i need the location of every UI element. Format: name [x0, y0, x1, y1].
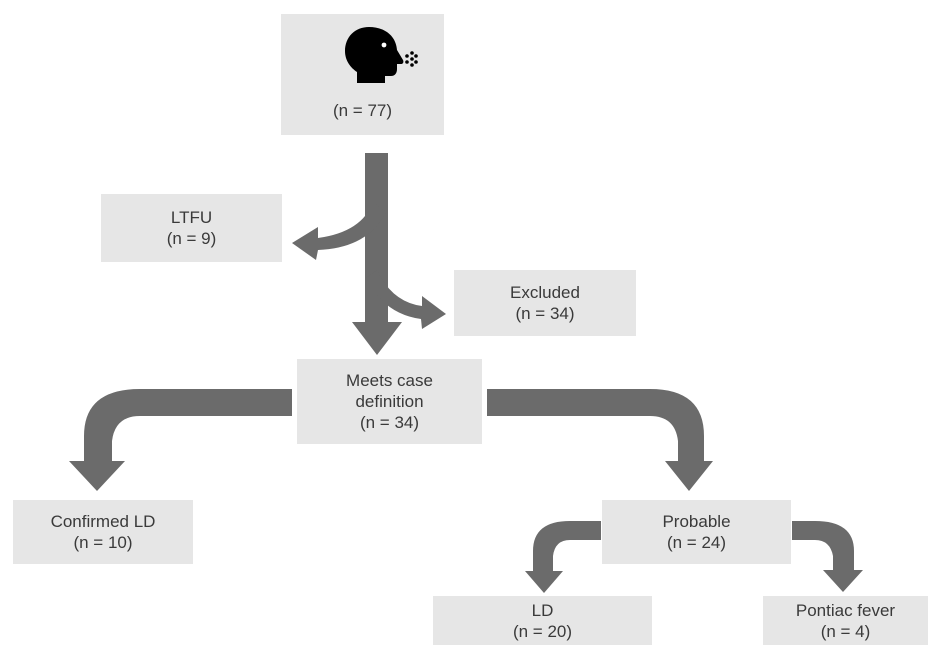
arrow-to-confirmed — [69, 389, 292, 491]
ld-label: LD — [531, 600, 554, 620]
root-count: (n = 77) — [332, 101, 393, 120]
meets-label-line2: definition — [355, 392, 424, 411]
excluded-label: Excluded — [510, 283, 580, 302]
person-coughing-icon — [345, 27, 418, 83]
meets-count: (n = 34) — [359, 413, 420, 432]
confirmed-node: Confirmed LD (n = 10) — [13, 500, 193, 564]
arrow-to-ld — [525, 521, 601, 593]
ld-node: LD (n = 20) — [433, 596, 652, 645]
root-node: (n = 77) — [281, 14, 444, 135]
pontiac-label: Pontiac fever — [795, 600, 896, 620]
ltfu-count: (n = 9) — [166, 229, 217, 248]
excluded-count: (n = 34) — [515, 304, 575, 323]
excluded-node: Excluded (n = 34) — [454, 270, 636, 336]
arrow-to-pontiac — [792, 521, 863, 592]
arrow-to-ltfu — [292, 202, 386, 260]
ld-count: (n = 20) — [512, 621, 573, 641]
probable-label: Probable — [662, 512, 731, 531]
confirmed-label: Confirmed LD — [50, 512, 156, 531]
arrow-to-excluded — [366, 270, 446, 329]
arrow-root-to-meets — [352, 153, 402, 355]
pontiac-node: Pontiac fever (n = 4) — [763, 596, 928, 645]
meets-label-line1: Meets case — [346, 371, 433, 390]
arrow-to-probable — [487, 389, 713, 491]
meets-node: Meets case definition (n = 34) — [297, 359, 482, 444]
ltfu-node: LTFU (n = 9) — [101, 194, 282, 262]
confirmed-count: (n = 10) — [73, 533, 133, 552]
probable-count: (n = 24) — [666, 533, 727, 552]
pontiac-count: (n = 4) — [820, 621, 871, 641]
probable-node: Probable (n = 24) — [602, 500, 791, 564]
ltfu-label: LTFU — [170, 208, 213, 227]
